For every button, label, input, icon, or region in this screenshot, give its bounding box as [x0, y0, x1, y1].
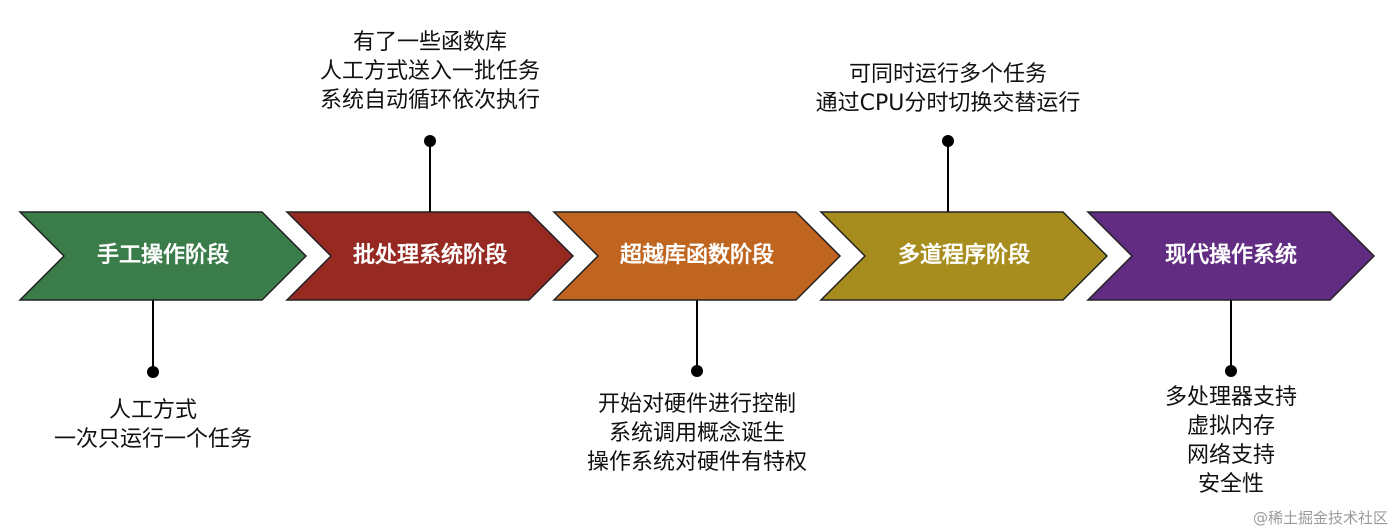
note-modern: 多处理器支持 虚拟内存 网络支持 安全性 [1131, 383, 1331, 499]
stage-chevron-modern [1086, 211, 1376, 301]
stage-label-modern: 现代操作系统 [1164, 243, 1297, 268]
connector-dot-batch [424, 135, 436, 147]
stage-chevron-batch [285, 211, 575, 301]
connector-dot-modern [1225, 365, 1237, 377]
note-line: 通过CPU分时切换交替运行 [815, 91, 1081, 116]
note-line: 安全性 [1197, 472, 1264, 497]
watermark: @稀土掘金技术社区 [1252, 509, 1388, 527]
note-line: 人工方式 [108, 398, 197, 423]
note-line: 系统调用概念诞生 [608, 421, 785, 446]
note-line: 开始对硬件进行控制 [597, 392, 796, 417]
stage-label-library: 超越库函数阶段 [619, 243, 774, 268]
stage-label-manual: 手工操作阶段 [96, 243, 229, 268]
note-line: 一次只运行一个任务 [53, 427, 252, 452]
note-library: 开始对硬件进行控制 系统调用概念诞生 操作系统对硬件有特权 [547, 390, 847, 477]
stage-chevron-manual [18, 211, 308, 301]
stage-label-multiprog: 多道程序阶段 [897, 243, 1030, 268]
connector-dot-multiprog [942, 135, 954, 147]
note-line: 网络支持 [1186, 443, 1275, 468]
stage-label-batch: 批处理系统阶段 [352, 243, 507, 268]
note-manual: 人工方式 一次只运行一个任务 [23, 396, 283, 454]
note-line: 操作系统对硬件有特权 [586, 450, 807, 475]
note-line: 多处理器支持 [1164, 385, 1297, 410]
note-line: 有了一些函数库 [352, 30, 507, 55]
note-multiprog: 可同时运行多个任务 通过CPU分时切换交替运行 [778, 60, 1118, 118]
connector-dot-manual [147, 366, 159, 378]
note-line: 虚拟内存 [1186, 414, 1275, 439]
stage-chevron-library [552, 211, 842, 301]
note-line: 人工方式送入一批任务 [319, 59, 540, 84]
connector-dot-library [691, 365, 703, 377]
note-line: 可同时运行多个任务 [848, 62, 1047, 87]
stage-chevron-multiprog [819, 211, 1109, 301]
note-line: 系统自动循环依次执行 [319, 88, 540, 113]
note-batch: 有了一些函数库 人工方式送入一批任务 系统自动循环依次执行 [290, 28, 570, 115]
